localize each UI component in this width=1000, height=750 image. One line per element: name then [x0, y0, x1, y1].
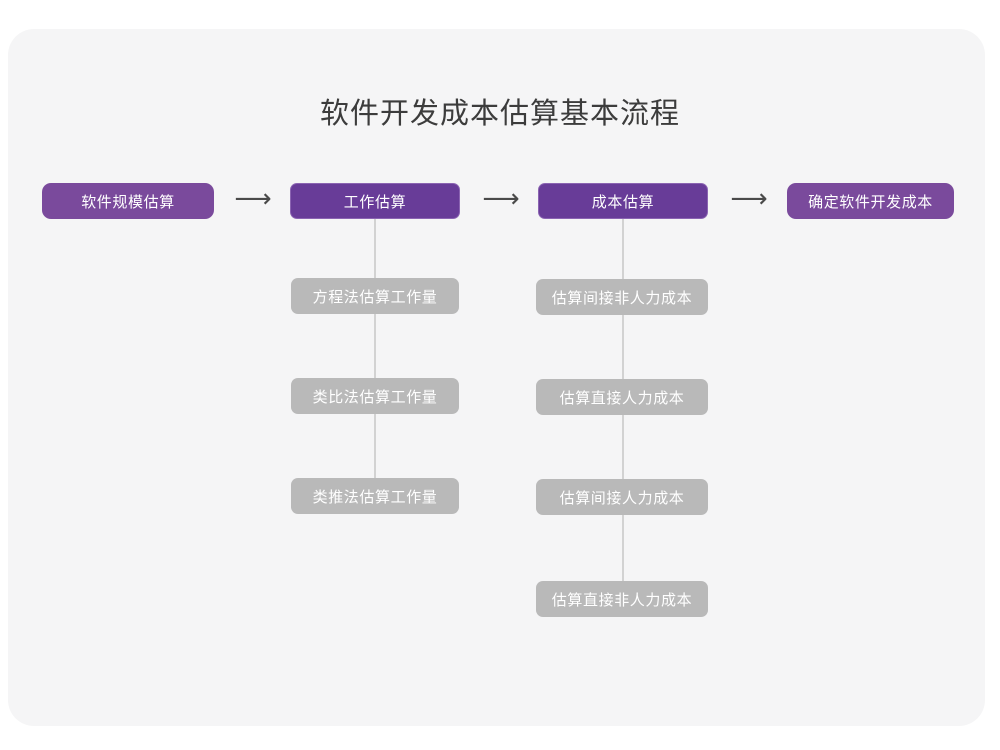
stage-node-determine-development-cost[interactable]: 确定软件开发成本	[787, 183, 954, 219]
substep-node-label: 估算直接人力成本	[559, 389, 685, 407]
stage-node-label: 成本估算	[591, 193, 655, 211]
stage-node-label: 确定软件开发成本	[808, 193, 933, 211]
stage-node-work-estimation[interactable]: 工作估算	[290, 183, 460, 219]
stage-node-label: 工作估算	[343, 193, 407, 211]
stage-node-label: 软件规模估算	[81, 193, 175, 211]
connector-line-stage2	[374, 216, 376, 498]
substep-node-inference-method-workload[interactable]: 类推法估算工作量	[291, 478, 459, 514]
substep-node-direct-labor-cost[interactable]: 估算直接人力成本	[536, 379, 708, 415]
arrow-stage3-to-stage4: ⟶	[730, 184, 768, 214]
substep-node-label: 估算间接人力成本	[559, 489, 685, 507]
substep-node-direct-non-labor-cost[interactable]: 估算直接非人力成本	[536, 581, 708, 617]
substep-node-label: 类推法估算工作量	[312, 488, 438, 506]
substep-node-label: 估算直接非人力成本	[551, 591, 693, 609]
substep-node-label: 类比法估算工作量	[312, 388, 438, 406]
substep-node-label: 方程法估算工作量	[312, 288, 438, 306]
arrow-stage2-to-stage3: ⟶	[482, 184, 520, 214]
substep-node-equation-method-workload[interactable]: 方程法估算工作量	[291, 278, 459, 314]
substep-node-indirect-labor-cost[interactable]: 估算间接人力成本	[536, 479, 708, 515]
stage-node-software-scale-estimation[interactable]: 软件规模估算	[42, 183, 214, 219]
arrow-stage1-to-stage2: ⟶	[234, 184, 272, 214]
diagram-card	[8, 29, 985, 726]
stage-node-cost-estimation[interactable]: 成本估算	[538, 183, 708, 219]
substep-node-label: 估算间接非人力成本	[551, 289, 693, 307]
page-title: 软件开发成本估算基本流程	[319, 98, 680, 130]
substep-node-indirect-non-labor-cost[interactable]: 估算间接非人力成本	[536, 279, 708, 315]
substep-node-analogy-method-workload[interactable]: 类比法估算工作量	[291, 378, 459, 414]
